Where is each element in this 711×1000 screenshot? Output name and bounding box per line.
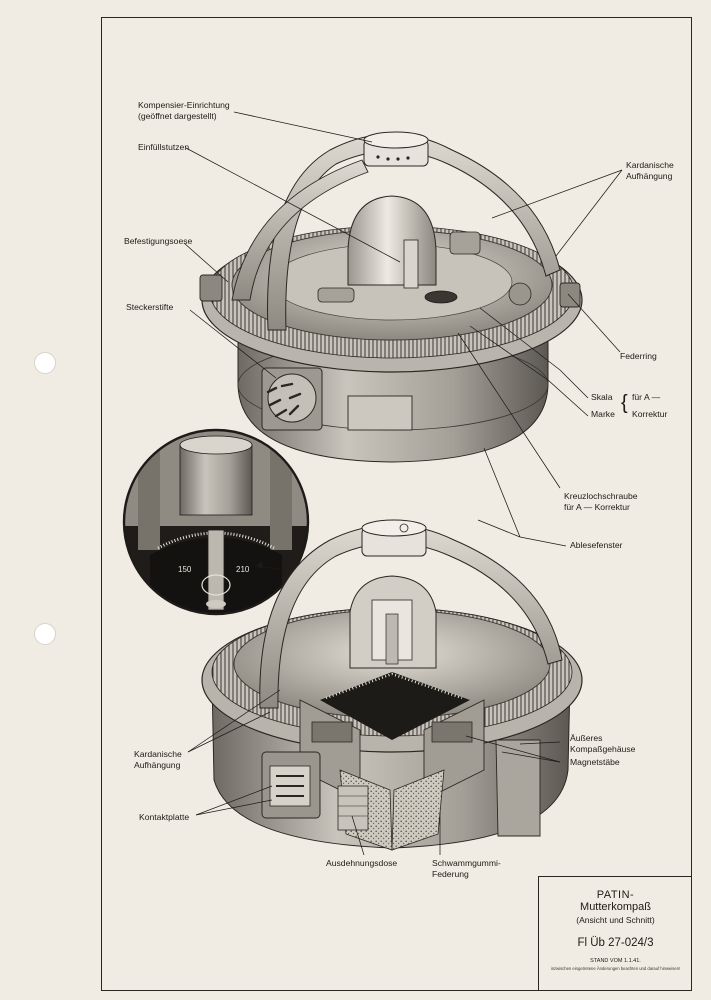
title-name: PATIN- — [596, 889, 635, 901]
label-steckerstifte: Steckerstifte — [126, 302, 174, 312]
label-einfuellstutzen: Einfüllstutzen — [138, 142, 190, 152]
title-subtitle: Mutterkompaß — [580, 901, 651, 913]
label-kontaktplatte: Kontaktplatte — [139, 812, 190, 822]
label-fuer-a: für A — — [632, 392, 661, 402]
title-block: PATIN- Mutterkompaß (Ansicht und Schnitt… — [538, 876, 692, 991]
label-kompensier: Kompensier-Einrichtung(geöffnet dargeste… — [138, 100, 230, 121]
top-compass — [199, 131, 583, 463]
label-marke: Marke — [591, 409, 615, 419]
revision-note: inzwischen eingetretene Änderungen beach… — [550, 966, 681, 971]
brace-bracket: { — [621, 392, 628, 414]
label-befestigungsoese: Befestigungsoese — [124, 236, 193, 246]
bottom-compass-cutaway — [201, 519, 583, 851]
title-view: (Ansicht und Schnitt) — [576, 915, 655, 925]
document-number: Fl Üb 27-024/3 — [577, 937, 654, 949]
punch-hole-bottom — [34, 623, 56, 645]
label-ausdehnungsdose: Ausdehnungsdose — [326, 858, 398, 868]
label-magnetstaebe: Magnetstäbe — [570, 757, 620, 767]
punch-hole-top — [34, 352, 56, 374]
label-ablesefenster: Ablesefenster — [570, 540, 623, 550]
scale-label-150: 150 — [178, 565, 192, 574]
stand-date: STAND VOM 1.1.41. — [590, 958, 641, 964]
leader-lines — [183, 111, 623, 856]
label-korrektur: Korrektur — [632, 409, 668, 419]
label-skala: Skala — [591, 392, 613, 402]
scale-label-210: 210 — [236, 565, 250, 574]
label-schwammgummi: Schwammgummi-Federung — [432, 858, 501, 879]
drawing-frame — [101, 17, 692, 991]
label-federring: Federring — [620, 351, 657, 361]
